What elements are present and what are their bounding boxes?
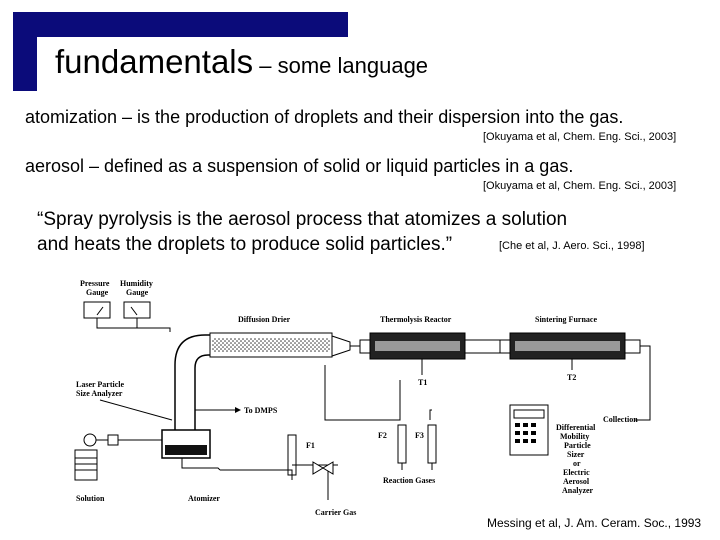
citation-che: [Che et al, J. Aero. Sci., 1998] bbox=[499, 240, 645, 252]
title-main: fundamentals bbox=[55, 43, 254, 80]
main-pipe bbox=[174, 334, 210, 430]
thermolysis-reactor-label: Thermolysis Reactor bbox=[380, 315, 452, 324]
definition-aerosol: aerosol – defined as a suspension of sol… bbox=[25, 156, 574, 176]
flowmeter-f1 bbox=[287, 434, 297, 476]
t1-label: T1 bbox=[418, 378, 427, 387]
to-dmps-label: To DMPS bbox=[244, 406, 278, 415]
dmps-label-3: Particle bbox=[564, 441, 591, 450]
dmps-label-8: Analyzer bbox=[562, 486, 594, 495]
dmps-label-1: Differential bbox=[556, 423, 596, 432]
citation-okuyama-1: [Okuyama et al, Chem. Eng. Sci., 2003] bbox=[483, 131, 677, 143]
quote-line-2: and heats the droplets to produce solid … bbox=[37, 234, 453, 255]
title-subtitle: – some language bbox=[253, 53, 429, 78]
dmps-label-5: or bbox=[573, 459, 581, 468]
pressure-gauge-label-2: Gauge bbox=[86, 288, 109, 297]
title-accent-top bbox=[13, 12, 348, 37]
dmps-label-6: Electric bbox=[563, 468, 590, 477]
dmps-label-7: Aerosol bbox=[563, 477, 590, 486]
flowmeter-f3 bbox=[427, 424, 437, 464]
f3-label: F3 bbox=[415, 431, 424, 440]
citation-okuyama-2: [Okuyama et al, Chem. Eng. Sci., 2003] bbox=[483, 180, 677, 192]
humidity-gauge: Humidity Gauge bbox=[120, 279, 153, 319]
title-background bbox=[37, 37, 477, 95]
flowmeter-f2 bbox=[397, 424, 407, 464]
laser-analyzer-label-2: Size Analyzer bbox=[76, 389, 123, 398]
laser-analyzer-label-1: Laser Particle bbox=[76, 380, 125, 389]
spray-pyrolysis-apparatus-diagram: Pressure Gauge Humidity Gauge Diffusion … bbox=[74, 279, 651, 517]
atomizer-label: Atomizer bbox=[188, 494, 220, 503]
humidity-gauge-label-1: Humidity bbox=[120, 279, 153, 288]
reaction-gases-label: Reaction Gases bbox=[383, 476, 435, 485]
figure-citation: Messing et al, J. Am. Ceram. Soc., 1993 bbox=[487, 516, 702, 530]
f2-label: F2 bbox=[378, 431, 387, 440]
dmps-label-4: Sizer bbox=[567, 450, 585, 459]
carrier-gas-label: Carrier Gas bbox=[315, 508, 356, 517]
collection-label: Collection bbox=[603, 415, 638, 424]
sintering-furnace-label: Sintering Furnace bbox=[535, 315, 597, 324]
quote-line-1: “Spray pyrolysis is the aerosol process … bbox=[37, 209, 568, 230]
dmps-label-2: Mobility bbox=[560, 432, 589, 441]
solution-label: Solution bbox=[76, 494, 105, 503]
t2-label: T2 bbox=[567, 373, 576, 382]
diffusion-drier-label: Diffusion Drier bbox=[238, 315, 291, 324]
slide-title: fundamentals – some language bbox=[55, 43, 428, 81]
f1-label: F1 bbox=[306, 441, 315, 450]
pressure-gauge-label-1: Pressure bbox=[80, 279, 110, 288]
humidity-gauge-label-2: Gauge bbox=[126, 288, 149, 297]
definition-atomization: atomization – is the production of dropl… bbox=[25, 107, 624, 127]
pressure-gauge: Pressure Gauge bbox=[80, 279, 111, 319]
solution-container bbox=[74, 449, 98, 481]
